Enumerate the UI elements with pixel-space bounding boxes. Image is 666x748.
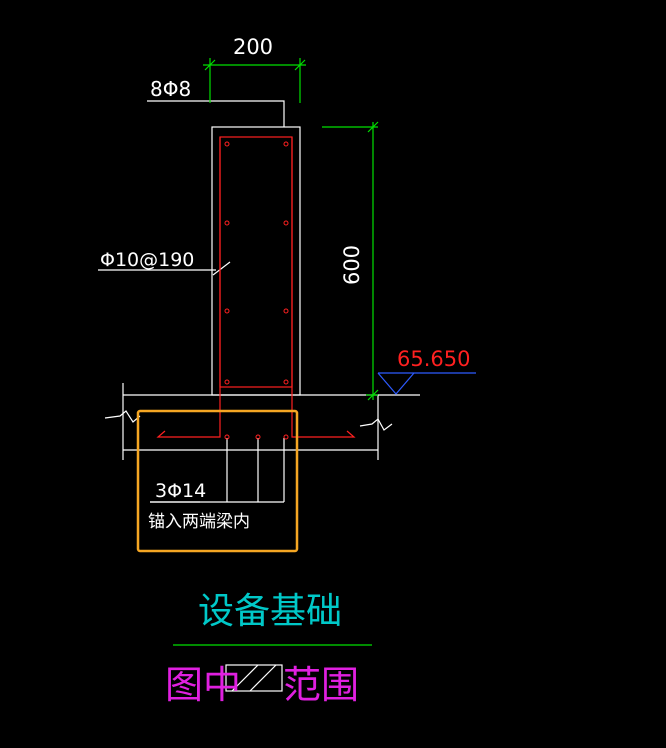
- rebar-dot: [283, 308, 289, 314]
- anchor-note: 锚入两端梁内: [148, 512, 250, 532]
- rebar-dot: [283, 220, 289, 226]
- drawing-title: 设备基础: [198, 591, 342, 632]
- hatch-stroke: [249, 664, 277, 692]
- hatch-symbol: [225, 664, 283, 692]
- slab-left-break: [104, 410, 141, 423]
- main-bar-right: [291, 137, 356, 438]
- rebar-dot: [224, 379, 230, 385]
- elevation-mark: [377, 372, 476, 395]
- rebar-dot: [224, 220, 230, 226]
- elevation-triangle: [377, 372, 415, 395]
- rebar-dot: [224, 141, 230, 147]
- width-dimension-label: 200: [233, 35, 273, 59]
- highlight-box: [136, 409, 299, 553]
- top-rebar-leader: [147, 100, 285, 127]
- hatch-stroke: [231, 664, 259, 692]
- height-dimension-label: 600: [340, 245, 364, 285]
- rebar-dot: [283, 434, 289, 440]
- legend-text-right: 范围: [283, 663, 359, 707]
- rebar-dot: [224, 308, 230, 314]
- height-dim-tick-top: [367, 121, 379, 133]
- stirrup-leader-tick: [212, 261, 231, 276]
- width-dim-tick-left: [204, 59, 216, 71]
- height-dim-tick-bottom: [367, 389, 379, 401]
- stirrup-label: Φ10@190: [100, 249, 194, 271]
- concrete-outline: [98, 100, 420, 503]
- width-dim-tick-right: [294, 59, 306, 71]
- slab-right-break: [359, 418, 393, 431]
- stirrup-outline: [219, 136, 293, 388]
- pedestal-outline: [211, 126, 301, 396]
- top-rebar-label: 8Φ8: [150, 77, 191, 101]
- dimension-lines: [203, 58, 379, 401]
- rebar-dot: [283, 141, 289, 147]
- rebar-group: [156, 136, 356, 438]
- hatch-frame: [225, 664, 283, 692]
- rebar-dot: [224, 434, 230, 440]
- rebar-dots: [224, 141, 289, 440]
- bottom-rebar-label: 3Φ14: [155, 480, 206, 502]
- rebar-dot: [255, 434, 261, 440]
- legend-text-left: 图中: [165, 663, 241, 707]
- main-bar-left: [156, 137, 221, 438]
- rebar-dot: [283, 379, 289, 385]
- elevation-label: 65.650: [397, 347, 470, 371]
